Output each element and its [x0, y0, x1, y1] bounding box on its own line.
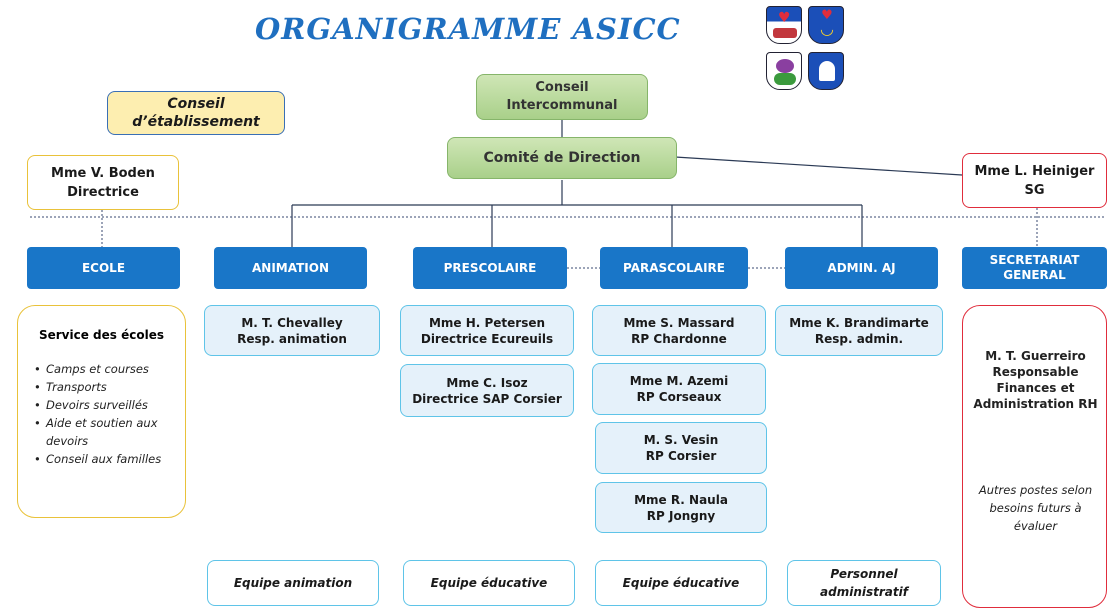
conseil-intercommunal-line1: Conseil — [535, 80, 589, 95]
note-line3: évaluer — [1013, 519, 1058, 533]
dept-animation: ANIMATION — [214, 247, 367, 289]
person-chevalley: M. T. Chevalley Resp. animation — [204, 305, 380, 356]
directrice-box: Mme V. Boden Directrice — [27, 155, 179, 210]
person-isoz: Mme C. Isoz Directrice SAP Corsier — [400, 364, 574, 417]
dept-parascolaire: PARASCOLAIRE — [600, 247, 748, 289]
person-role: Directrice SAP Corsier — [412, 391, 562, 406]
note-line1: Autres postes selon — [978, 483, 1093, 497]
person-name: Mme S. Massard — [623, 315, 735, 330]
directrice-role: Directrice — [67, 184, 139, 200]
comite-direction-label: Comité de Direction — [483, 150, 641, 166]
conseil-intercommunal-box: Conseil Intercommunal — [476, 74, 648, 120]
team-label: Equipe éducative — [622, 576, 740, 590]
person-role: RP Corseaux — [636, 390, 722, 404]
person-name: Mme K. Brandimarte — [789, 315, 929, 330]
ecole-service-list: Camps et courses Transports Devoirs surv… — [18, 360, 185, 468]
sg-name: Mme L. Heiniger — [974, 163, 1095, 179]
person-name: Mme M. Azemi — [629, 374, 729, 388]
note-line2: besoins futurs à — [989, 501, 1082, 515]
person-name: Mme C. Isoz — [446, 375, 528, 390]
person-brandimarte: Mme K. Brandimarte Resp. admin. — [775, 305, 943, 356]
team-label: Equipe éducative — [430, 576, 548, 590]
crest-group: ♥ ♥ ◡ — [766, 6, 850, 98]
team-admin: Personnel administratif — [787, 560, 941, 606]
person-role: RP Jongny — [646, 508, 716, 523]
list-item: Devoirs surveillés — [34, 396, 185, 414]
list-item: Conseil aux familles — [34, 450, 185, 468]
secretariat-person: M. T. Guerreiro Responsable Finances et … — [963, 348, 1108, 412]
person-name: M. T. Chevalley — [241, 315, 343, 330]
person-massard: Mme S. Massard RP Chardonne — [592, 305, 766, 356]
person-naula: Mme R. Naula RP Jongny — [595, 482, 767, 533]
conseil-etablissement-box: Conseil d’établissement — [107, 91, 285, 135]
secretariat-box: M. T. Guerreiro Responsable Finances et … — [962, 305, 1107, 608]
dept-ecole: ECOLE — [27, 247, 180, 289]
moon-crest-icon: ♥ ◡ — [808, 6, 844, 44]
person-role: Directrice Ecureuils — [420, 331, 554, 346]
team-label: Equipe animation — [233, 576, 353, 590]
heart-crest-icon: ♥ — [766, 6, 802, 44]
list-item: Transports — [34, 378, 185, 396]
team-prescolaire: Equipe éducative — [403, 560, 575, 606]
person-name: M. S. Vesin — [643, 433, 719, 447]
directrice-name: Mme V. Boden — [51, 165, 155, 181]
list-item: Aide et soutien aux devoirs — [34, 414, 185, 450]
person-name: Mme H. Petersen — [428, 315, 546, 330]
comite-direction-box: Comité de Direction — [447, 137, 677, 179]
person-azemi: Mme M. Azemi RP Corseaux — [592, 363, 766, 415]
conseil-intercommunal-line2: Intercommunal — [506, 98, 618, 113]
person-vesin: M. S. Vesin RP Corsier — [595, 422, 767, 474]
secretariat-note: Autres postes selon besoins futurs à éva… — [963, 481, 1108, 535]
ecole-service-box: Service des écoles Camps et courses Tran… — [17, 305, 186, 518]
person-role-line1: Responsable — [992, 365, 1079, 379]
sg-box: Mme L. Heiniger SG — [962, 153, 1107, 208]
person-role: RP Chardonne — [631, 331, 727, 346]
thistle-crest-icon — [766, 52, 802, 90]
ecole-service-heading: Service des écoles — [38, 328, 164, 342]
person-role: Resp. admin. — [814, 331, 904, 346]
team-animation: Equipe animation — [207, 560, 379, 606]
conseil-etablissement-line1: Conseil — [167, 96, 225, 112]
person-petersen: Mme H. Petersen Directrice Ecureuils — [400, 305, 574, 356]
person-role: RP Corsier — [645, 449, 717, 463]
page-title: ORGANIGRAMME ASICC — [255, 12, 681, 46]
conseil-etablissement-line2: d’établissement — [132, 114, 260, 130]
sg-role: SG — [1024, 182, 1045, 198]
team-label-line2: administratif — [820, 585, 908, 599]
person-role: Resp. animation — [237, 331, 347, 346]
team-label-line1: Personnel — [830, 567, 898, 581]
dept-secretariat-label: SECRETARIAT GENERAL — [989, 253, 1080, 282]
dept-admin-aj: ADMIN. AJ — [785, 247, 938, 289]
dept-secretariat-general: SECRETARIAT GENERAL — [962, 247, 1107, 289]
person-role-line3: Administration RH — [973, 397, 1098, 411]
person-role-line2: Finances et — [996, 381, 1075, 395]
person-name: Mme R. Naula — [634, 492, 728, 507]
dept-prescolaire: PRESCOLAIRE — [413, 247, 567, 289]
person-name: M. T. Guerreiro — [985, 349, 1086, 363]
list-item: Camps et courses — [34, 360, 185, 378]
bell-crest-icon — [808, 52, 844, 90]
team-parascolaire: Equipe éducative — [595, 560, 767, 606]
